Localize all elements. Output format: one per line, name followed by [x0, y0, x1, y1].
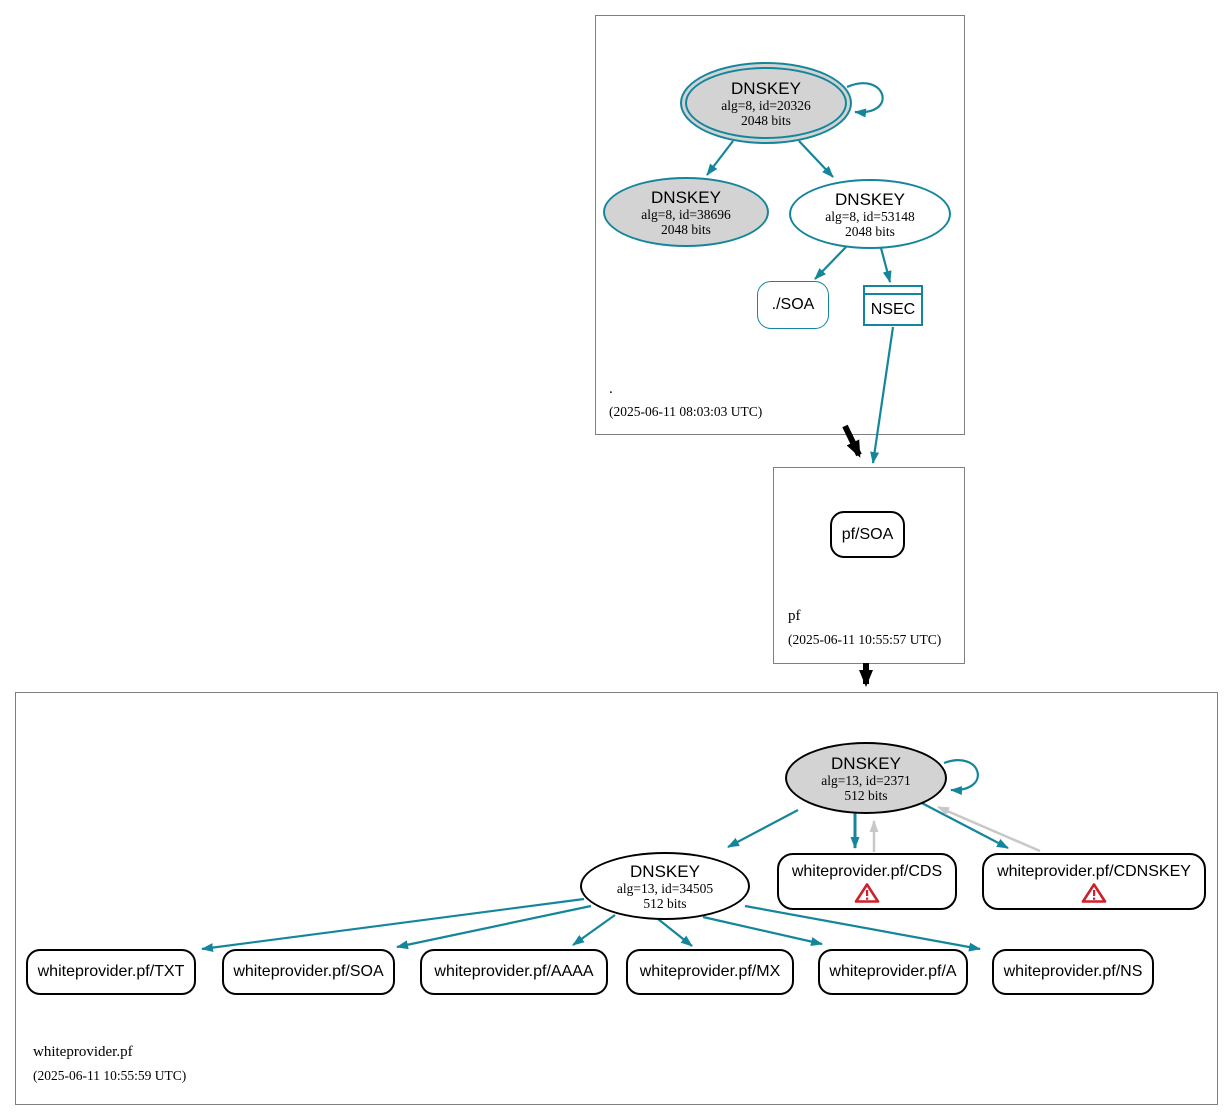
rrset-label: whiteprovider.pf/CDNSKEY	[997, 863, 1191, 880]
dnskey-bits: 2048 bits	[845, 223, 895, 239]
rrset-label: whiteprovider.pf/SOA	[233, 963, 384, 980]
edge-rootksk-self-sign	[846, 82, 884, 118]
dnskey-bits: 2048 bits	[741, 112, 791, 128]
rrset-label: pf/SOA	[841, 525, 894, 543]
node-root-soa[interactable]: ./SOA	[757, 281, 829, 329]
zone-timestamp-whiteprovider: (2025-06-11 10:55:59 UTC)	[33, 1068, 187, 1083]
dnskey-bits: 512 bits	[643, 895, 687, 911]
edge-delegation-root-to-pf	[842, 424, 862, 458]
node-dnskey-20326-ksk[interactable]: DNSKEY alg=8, id=20326 2048 bits	[680, 62, 852, 144]
node-rrset-ns[interactable]: whiteprovider.pf/NS	[992, 949, 1154, 995]
edge-zsk53148-to-nsec	[879, 247, 892, 283]
dnskey-alg-id: alg=13, id=34505	[616, 880, 714, 896]
edge-rootksk-to-zsk53148	[798, 140, 834, 178]
rrset-label: whiteprovider.pf/A	[829, 963, 957, 980]
rrset-label: whiteprovider.pf/TXT	[37, 963, 185, 980]
dnskey-title: DNSKEY	[731, 78, 801, 98]
node-rrset-mx[interactable]: whiteprovider.pf/MX	[626, 949, 794, 995]
rrset-label: whiteprovider.pf/CDS	[791, 863, 943, 880]
dnskey-title: DNSKEY	[630, 861, 700, 881]
dnskey-alg-id: alg=8, id=38696	[641, 206, 731, 222]
node-cdnskey[interactable]: whiteprovider.pf/CDNSKEY	[982, 853, 1206, 910]
dnskey-title: DNSKEY	[835, 189, 905, 209]
zone-timestamp-root: (2025-06-11 08:03:03 UTC)	[609, 404, 763, 419]
zone-name-root: .	[609, 381, 613, 397]
zone-timestamp-pf: (2025-06-11 10:55:57 UTC)	[788, 632, 942, 647]
node-rrset-soa[interactable]: whiteprovider.pf/SOA	[222, 949, 395, 995]
dnskey-bits: 512 bits	[844, 787, 888, 803]
edge-rootksk-to-zsk38696	[706, 140, 734, 176]
node-cds[interactable]: whiteprovider.pf/CDS	[777, 853, 957, 910]
zone-name-whiteprovider: whiteprovider.pf	[33, 1044, 133, 1060]
edge-zsk34505-to-soa	[396, 904, 592, 950]
node-pf-soa[interactable]: pf/SOA	[830, 511, 905, 558]
edge-wpksk-to-zsk34505	[727, 809, 799, 848]
warning-icon	[1081, 883, 1107, 903]
dnskey-title: DNSKEY	[831, 753, 901, 773]
rrset-label: whiteprovider.pf/AAAA	[434, 963, 594, 980]
node-dnskey-53148[interactable]: DNSKEY alg=8, id=53148 2048 bits	[789, 179, 951, 249]
node-rrset-aaaa[interactable]: whiteprovider.pf/AAAA	[420, 949, 608, 995]
dnskey-alg-id: alg=8, id=53148	[825, 208, 915, 224]
zone-box-whiteprovider	[15, 692, 1218, 1105]
edge-zsk34505-to-ns	[744, 904, 981, 952]
edge-zsk34505-to-a	[702, 915, 823, 946]
edge-nsec-to-pf-zone	[870, 326, 895, 464]
warning-icon	[854, 883, 880, 903]
edge-zsk34505-to-txt	[201, 897, 585, 953]
dnskey-title: DNSKEY	[651, 187, 721, 207]
edge-wpksk-self-sign	[943, 759, 979, 796]
edge-zsk34505-to-mx	[657, 918, 693, 947]
node-dnskey-34505[interactable]: DNSKEY alg=13, id=34505 512 bits	[580, 852, 750, 920]
node-dnskey-38696[interactable]: DNSKEY alg=8, id=38696 2048 bits	[603, 177, 769, 247]
node-rrset-a[interactable]: whiteprovider.pf/A	[818, 949, 968, 995]
rrset-label: whiteprovider.pf/NS	[1003, 963, 1143, 980]
edge-wpksk-to-cdnskey	[915, 799, 1009, 849]
node-dnskey-2371-ksk[interactable]: DNSKEY alg=13, id=2371 512 bits	[785, 742, 947, 814]
nsec-header-cell	[865, 287, 921, 295]
zone-box-root	[595, 15, 965, 435]
zone-name-pf: pf	[788, 608, 801, 624]
nsec-label: NSEC	[870, 300, 916, 318]
edge-zsk53148-to-soa	[814, 246, 847, 280]
dnskey-bits: 2048 bits	[661, 221, 711, 237]
dnskey-alg-id: alg=8, id=20326	[721, 97, 811, 113]
node-nsec[interactable]: NSEC	[863, 285, 923, 326]
dnskey-alg-id: alg=13, id=2371	[821, 772, 911, 788]
rrset-label: whiteprovider.pf/MX	[639, 963, 781, 980]
edge-cdnskey-to-wpksk	[937, 805, 1041, 853]
rrset-label: ./SOA	[771, 296, 815, 313]
node-rrset-txt[interactable]: whiteprovider.pf/TXT	[26, 949, 196, 995]
edge-zsk34505-to-aaaa	[572, 914, 616, 946]
